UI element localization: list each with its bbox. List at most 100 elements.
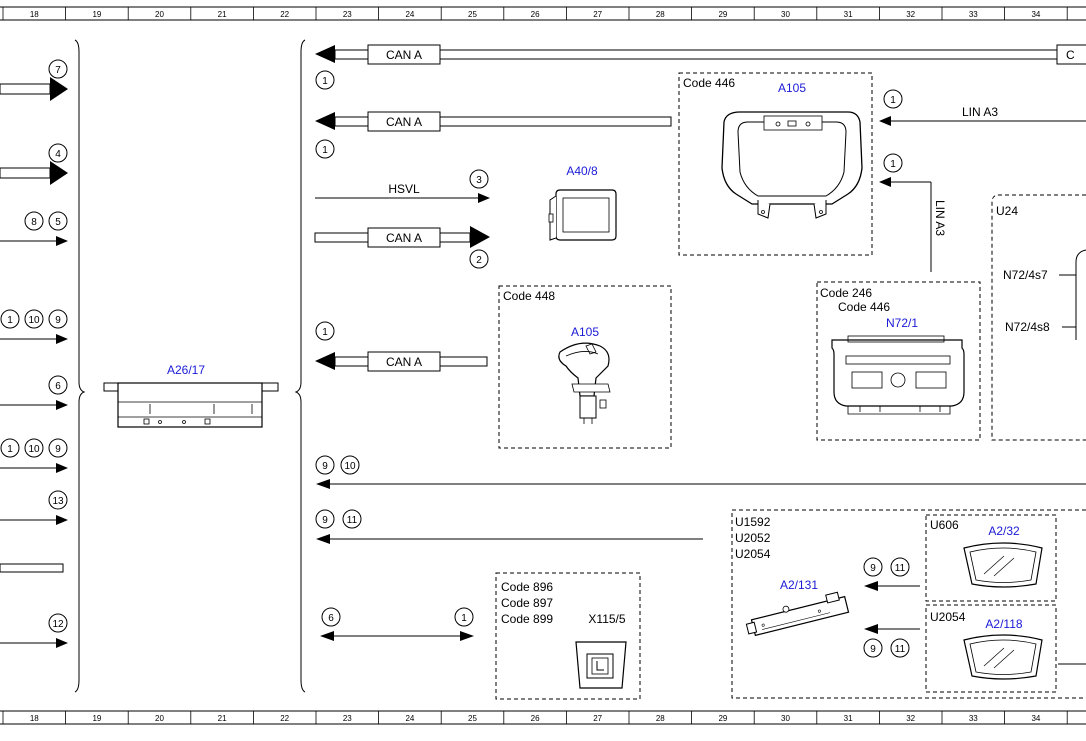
grid-column-label: 18 bbox=[30, 714, 39, 723]
left-column-arrow: 13 bbox=[0, 490, 68, 525]
left-column-arrow bbox=[0, 563, 64, 573]
code-448-box: Code 448 A105 bbox=[498, 285, 672, 449]
ref-circle: 3 bbox=[476, 175, 482, 186]
can-a-label-4: CAN A bbox=[386, 355, 422, 369]
code-896-label: Code 896 bbox=[501, 580, 553, 594]
can-a-label-2: CAN A bbox=[386, 115, 422, 129]
lin-a3-vertical: LIN A3 1 bbox=[879, 153, 947, 272]
ref-circle: 2 bbox=[476, 255, 482, 266]
can-a-label-3: CAN A bbox=[386, 231, 422, 245]
ref-circle-label: 7 bbox=[55, 65, 61, 76]
ref-circle: 1 bbox=[890, 95, 896, 106]
a26-17-label: A26/17 bbox=[167, 363, 205, 377]
left-column-arrow: 4 bbox=[0, 143, 68, 185]
grid-column-label: 31 bbox=[844, 714, 853, 723]
bidirectional-line: 6 1 bbox=[320, 607, 474, 641]
grid-column-label: 32 bbox=[906, 714, 915, 723]
grid-column-label: 30 bbox=[781, 714, 790, 723]
grid-column-label: 21 bbox=[218, 10, 227, 19]
grid-column-label: 23 bbox=[343, 714, 352, 723]
grid-column-label: 23 bbox=[343, 10, 352, 19]
grid-column-label: 22 bbox=[280, 714, 289, 723]
left-column-arrow: 6 bbox=[0, 375, 68, 410]
a2-131-label: A2/131 bbox=[780, 578, 818, 592]
ref-circle: 1 bbox=[322, 145, 328, 156]
bus-edge-label: C bbox=[1066, 48, 1075, 62]
left-column-arrow: 12 bbox=[0, 613, 68, 648]
n72-4s8-label: N72/4s8 bbox=[1005, 320, 1050, 334]
a105-top-label: A105 bbox=[778, 81, 806, 95]
hsvl-label: HSVL bbox=[388, 182, 420, 196]
u24-label: U24 bbox=[996, 204, 1018, 218]
code-246-box: Code 246 Code 446 N72/1 bbox=[816, 281, 981, 441]
grid-column-label: 19 bbox=[92, 10, 101, 19]
ref-circle-label: 13 bbox=[52, 496, 64, 507]
code-899-label: Code 899 bbox=[501, 612, 553, 626]
left-column-arrow: 7 bbox=[0, 59, 68, 101]
ref-circle-label: 10 bbox=[28, 315, 40, 326]
ref-circle-label: 9 bbox=[55, 315, 61, 326]
n72-1-label: N72/1 bbox=[886, 316, 918, 330]
ref-circle: 1 bbox=[322, 76, 328, 87]
code-446-sub-label: Code 446 bbox=[838, 300, 890, 314]
u606-box: U606 A2/32 bbox=[925, 514, 1057, 602]
ref-circle: 9 bbox=[870, 644, 876, 655]
grid-column-label: 25 bbox=[468, 10, 477, 19]
grid-column-label: 24 bbox=[405, 714, 414, 723]
left-column-arrow: 1 10 9 bbox=[0, 309, 68, 344]
return-line-9-11: 9 11 bbox=[315, 509, 703, 544]
ref-circle: 11 bbox=[895, 644, 906, 655]
a2-118-label: A2/118 bbox=[985, 617, 1022, 631]
lin-a3-horizontal: LIN A3 1 bbox=[879, 89, 1086, 126]
grid-column-label: 27 bbox=[593, 714, 602, 723]
code-896-box: Code 896 Code 897 Code 899 X115/5 bbox=[495, 572, 641, 700]
code-448-label: Code 448 bbox=[503, 289, 555, 303]
grid-column-label: 28 bbox=[656, 10, 665, 19]
grid-column-label: 21 bbox=[218, 714, 227, 723]
grid-column-label: 18 bbox=[30, 10, 39, 19]
grid-column-label: 33 bbox=[969, 10, 978, 19]
lin-a3-label-v: LIN A3 bbox=[933, 200, 947, 236]
u2054-inner-label: U2054 bbox=[930, 610, 966, 624]
ref-circle-label: 6 bbox=[55, 381, 61, 392]
can-a-bus-2: CAN A 1 bbox=[315, 111, 672, 159]
grid-column-label: 20 bbox=[155, 714, 164, 723]
grid-column-label: 34 bbox=[1031, 10, 1040, 19]
grid-column-label: 19 bbox=[92, 714, 101, 723]
n72-4s7-label: N72/4s7 bbox=[1003, 268, 1048, 282]
ref-circle-label: 9 bbox=[55, 444, 61, 455]
code-446-box: Code 446 A105 bbox=[678, 72, 873, 256]
grid-column-label: 31 bbox=[844, 10, 853, 19]
can-a-bus-1: CAN A C 1 bbox=[315, 44, 1086, 90]
return-line-9-10: 9 10 bbox=[315, 455, 1086, 489]
ref-circle-label: 1 bbox=[7, 315, 13, 326]
ref-circle-label: 12 bbox=[52, 619, 64, 630]
ref-circle: 11 bbox=[347, 515, 358, 526]
grid-column-label: 32 bbox=[906, 10, 915, 19]
ref-circle: 1 bbox=[322, 327, 328, 338]
ref-circle: 10 bbox=[344, 461, 356, 472]
ref-circle-label: 10 bbox=[28, 444, 40, 455]
grid-column-label: 26 bbox=[531, 714, 540, 723]
x115-5-label: X115/5 bbox=[588, 612, 625, 626]
can-a-bus-4: 1 CAN A bbox=[315, 321, 488, 372]
grid-column-label: 22 bbox=[280, 10, 289, 19]
a40-8-component: A40/8 bbox=[548, 164, 617, 241]
a105-lower-label: A105 bbox=[571, 325, 599, 339]
grid-column-label: 25 bbox=[468, 714, 477, 723]
a26-17-component: A26/17 bbox=[103, 363, 279, 428]
a2-32-label: A2/32 bbox=[988, 524, 1020, 538]
ref-circle-label: 4 bbox=[55, 149, 61, 160]
grid-column-label: 20 bbox=[155, 10, 164, 19]
grid-column-label: 24 bbox=[405, 10, 414, 19]
ref-circle-label: 5 bbox=[55, 217, 61, 228]
left-brace bbox=[74, 39, 86, 693]
u2052-label: U2052 bbox=[735, 531, 771, 545]
u606-label: U606 bbox=[930, 518, 959, 532]
ref-circle: 9 bbox=[870, 563, 876, 574]
ref-circle: 11 bbox=[895, 563, 906, 574]
